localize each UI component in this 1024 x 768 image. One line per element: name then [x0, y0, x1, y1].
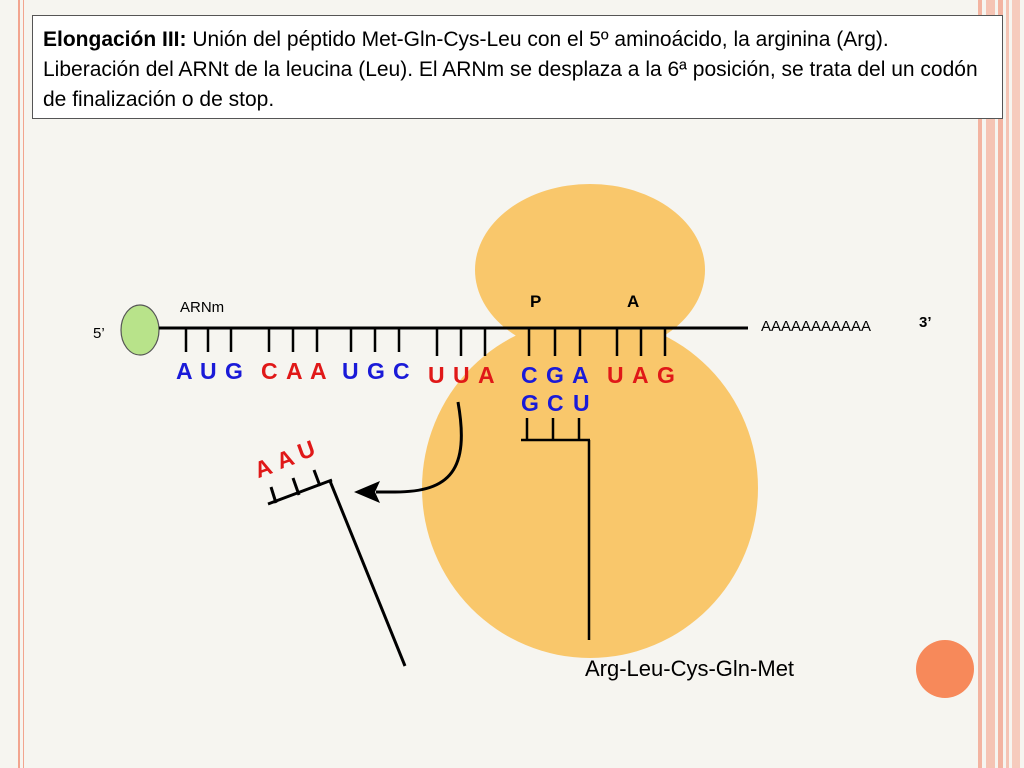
poly-a-tail: AAAAAAAAAAA: [761, 318, 872, 335]
ribosome-small-subunit: [475, 184, 705, 356]
decorative-orange-dot: [916, 640, 974, 698]
codon-3-base-3: C: [393, 358, 410, 384]
release-arrowhead: [354, 481, 380, 503]
a-site-label: A: [627, 292, 640, 311]
five-prime-cap: [120, 304, 160, 356]
codon-1-base-1: A: [176, 358, 193, 384]
caption-heading: Elongación III:: [43, 28, 187, 51]
codon-4-base-2: U: [453, 362, 470, 388]
mrna-base-ticks: [184, 328, 667, 356]
right-decor-stripe: [986, 0, 995, 768]
right-decor-stripe: [1006, 0, 1009, 768]
p-site-label: P: [530, 292, 542, 311]
trna-arg: [521, 418, 591, 640]
codon-3-base-1: U: [342, 358, 359, 384]
codon-3-base-2: G: [367, 358, 385, 384]
trna-arg-anticodon-base-2: C: [547, 390, 564, 416]
codon-4-base-3: A: [478, 362, 495, 388]
codon-6-base-2: A: [632, 362, 649, 388]
left-decor-stripe: [18, 0, 20, 768]
trna-arg-anticodon-base-1: G: [521, 390, 539, 416]
codon-5-base-1: C: [521, 362, 538, 388]
codon-6-base-1: U: [607, 362, 624, 388]
trna-leu-released: [267, 469, 407, 667]
right-decor-stripe: [978, 0, 982, 768]
trna-arg-anticodon-base-3: U: [573, 390, 590, 416]
codon-5-base-3: A: [572, 362, 589, 388]
right-decor-stripe: [998, 0, 1003, 768]
right-decor-stripe: [1012, 0, 1020, 768]
caption-box: Elongación III: Unión del péptido Met-Gl…: [32, 15, 1003, 119]
codon-1-base-2: U: [200, 358, 217, 384]
codon-4-base-1: U: [428, 362, 445, 388]
release-arrow: [376, 401, 463, 494]
peptide-chain: Arg-Leu-Cys-Gln-Met: [585, 656, 795, 681]
mrna-label: ARNm: [180, 299, 225, 316]
codon-2-base-2: A: [286, 358, 303, 384]
codon-6-base-3: G: [657, 362, 675, 388]
left-decor-stripe: [23, 0, 24, 768]
codon-1-base-3: G: [225, 358, 243, 384]
five-prime-label: 5’: [93, 325, 105, 342]
three-prime-label: 3’: [919, 314, 932, 331]
codon-5-base-2: G: [546, 362, 564, 388]
caption-text: Unión del péptido Met-Gln-Cys-Leu con el…: [43, 28, 978, 111]
codon-2-base-3: A: [310, 358, 327, 384]
codon-2-base-1: C: [261, 358, 278, 384]
